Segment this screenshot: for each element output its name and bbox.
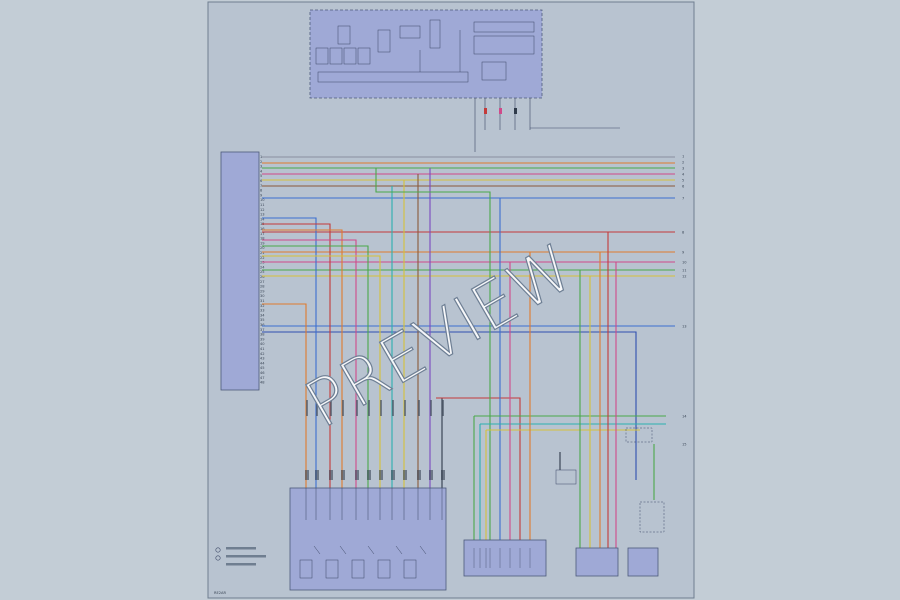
left-pin-label: 36: [260, 323, 265, 327]
left-pin-label: 32: [260, 304, 265, 308]
left-pin-label: 25: [260, 270, 265, 274]
right-pin-label: 12: [682, 275, 687, 279]
left-pin-label: 29: [260, 289, 265, 293]
left-pin-label: 47: [260, 376, 265, 380]
left-pin-label: 46: [260, 371, 265, 375]
left-pin-label: 12: [260, 208, 265, 212]
top-module-internals: [315, 19, 535, 83]
bottom-right-switch-connector: [575, 547, 619, 577]
left-pin-label: 17: [260, 232, 265, 236]
left-pin-label: 44: [260, 361, 265, 365]
left-pin-label: 11: [260, 203, 265, 207]
left-pin-label: 14: [260, 217, 265, 221]
left-connector-block: [220, 151, 260, 391]
left-pin-label: 40: [260, 342, 265, 346]
right-pin-label: 2: [682, 161, 684, 165]
left-pin-label: 38: [260, 333, 265, 337]
left-pin-label: 33: [260, 309, 265, 313]
left-pin-label: 22: [260, 256, 265, 260]
wire-color-tags: [305, 400, 445, 480]
left-pin-label: 24: [260, 265, 265, 269]
right-pin-label: 5: [682, 179, 684, 183]
left-pin-label: 19: [260, 241, 265, 245]
bottom-middle-connector-pins: [473, 548, 531, 568]
bottom-middle-connector: [463, 539, 547, 577]
left-pin-label: 41: [260, 347, 265, 351]
left-pin-label: 28: [260, 285, 265, 289]
left-pin-label: 1: [260, 155, 262, 159]
left-pin-label: 48: [260, 381, 265, 385]
left-pin-label: 20: [260, 246, 265, 250]
right-pin-label: 1: [682, 155, 684, 159]
left-pin-label: 7: [260, 184, 262, 188]
left-pin-label: 4: [260, 169, 263, 173]
junction-box: [625, 427, 653, 443]
right-pin-label: 7: [682, 197, 684, 201]
left-pin-label: 13: [260, 213, 265, 217]
left-pin-label: 6: [260, 179, 263, 183]
diagram-sheet: [207, 1, 695, 599]
left-pin-label: 8: [260, 189, 263, 193]
left-pin-label: 16: [260, 227, 265, 231]
left-pin-label: 18: [260, 237, 265, 241]
right-pin-label: 14: [682, 415, 687, 419]
left-pin-label: 5: [260, 174, 262, 178]
left-pin-label: 45: [260, 366, 265, 370]
right-pin-label: 8: [682, 231, 685, 235]
left-pin-label: 42: [260, 352, 265, 356]
ground-symbol: [555, 469, 577, 485]
sensor-dashed-box: [639, 501, 665, 533]
bottom-right-sensor-connector: [627, 547, 659, 577]
right-pin-label: 11: [682, 269, 687, 273]
right-pin-label: 6: [682, 185, 685, 189]
left-pin-label: 35: [260, 318, 265, 322]
left-pin-label: 30: [260, 294, 265, 298]
left-pin-label: 39: [260, 337, 265, 341]
left-pin-label: 27: [260, 280, 265, 284]
left-pin-label: 10: [260, 198, 265, 202]
left-pin-label: 43: [260, 357, 265, 361]
legend: [215, 547, 266, 566]
left-pin-label: 21: [260, 251, 265, 255]
top-module-connector-leads: [474, 98, 620, 152]
right-pin-label: 3: [682, 167, 684, 171]
left-pin-label: 2: [260, 160, 262, 164]
bottom-main-connector-pins: [299, 488, 443, 579]
right-pin-label: 15: [682, 443, 687, 447]
right-pin-label: 4: [682, 173, 685, 177]
left-pin-label: 34: [260, 313, 265, 317]
right-pin-label: 10: [682, 261, 687, 265]
right-pin-label: 13: [682, 325, 687, 329]
left-pin-labels: 1234567891011121314151617181920212223242…: [260, 155, 265, 385]
left-pin-label: 23: [260, 261, 265, 265]
left-pin-label: 37: [260, 328, 265, 332]
top-lead-markers: [484, 108, 517, 114]
left-pin-label: 31: [260, 299, 265, 303]
left-pin-label: 3: [260, 165, 262, 169]
page-code: RE2AR: [214, 591, 227, 595]
left-pin-label: 9: [260, 193, 263, 197]
right-pin-label: 9: [682, 251, 685, 255]
left-pin-label: 26: [260, 275, 265, 279]
